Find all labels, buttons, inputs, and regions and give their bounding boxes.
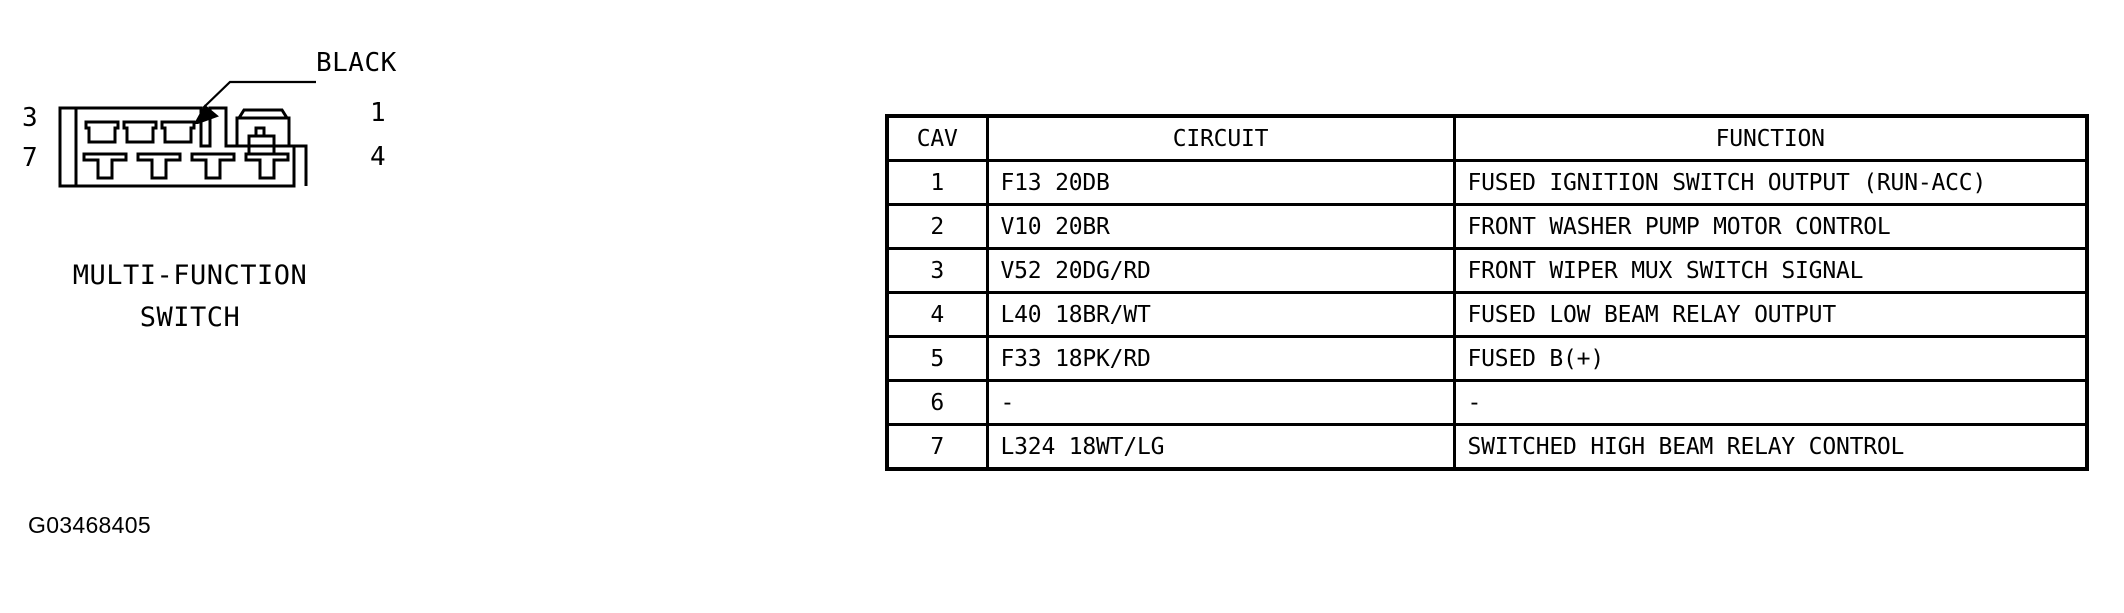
table-cell-circuit: - xyxy=(985,379,1456,426)
table-header-row: CAV CIRCUIT FUNCTION xyxy=(885,114,2089,162)
table-cell-function: FUSED LOW BEAM RELAY OUTPUT xyxy=(1452,291,2089,338)
connector-caption: MULTI-FUNCTION SWITCH xyxy=(0,255,380,339)
table-cell-function: SWITCHED HIGH BEAM RELAY CONTROL xyxy=(1452,423,2089,471)
table-cell-cav: 1 xyxy=(885,159,989,206)
table-cell-cav: 3 xyxy=(885,247,989,294)
table-cell-circuit: L324 18WT/LG xyxy=(985,423,1456,471)
table-cell-function: FUSED IGNITION SWITCH OUTPUT (RUN-ACC) xyxy=(1452,159,2089,206)
table-cell-function: FUSED B(+) xyxy=(1452,335,2089,382)
pin-label-top-left: 3 xyxy=(22,103,39,133)
table-cell-circuit: V10 20BR xyxy=(985,203,1456,250)
figure-id-label: G03468405 xyxy=(28,512,151,538)
pin-label-top-right: 1 xyxy=(370,98,387,128)
table-cell-circuit: F33 18PK/RD xyxy=(985,335,1456,382)
table-cell-cav: 6 xyxy=(885,379,989,426)
table-row: 6-- xyxy=(885,379,2089,426)
connector-outline-icon xyxy=(58,106,308,188)
table-cell-circuit: V52 20DG/RD xyxy=(985,247,1456,294)
table-cell-circuit: L40 18BR/WT xyxy=(985,291,1456,338)
connector-figure: BLACK 3 7 1 4 xyxy=(0,0,640,613)
table-cell-cav: 7 xyxy=(885,423,989,471)
table-cell-function: - xyxy=(1452,379,2089,426)
table-cell-cav: 2 xyxy=(885,203,989,250)
pin-label-bottom-left: 7 xyxy=(22,143,39,173)
table-cell-cav: 4 xyxy=(885,291,989,338)
table-cell-function: FRONT WASHER PUMP MOTOR CONTROL xyxy=(1452,203,2089,250)
column-header-circuit: CIRCUIT xyxy=(985,114,1456,162)
connector-caption-line-1: MULTI-FUNCTION xyxy=(72,260,308,291)
column-header-function: FUNCTION xyxy=(1452,114,2089,162)
column-header-cav: CAV xyxy=(885,114,989,162)
pin-label-bottom-right: 4 xyxy=(370,142,387,172)
table-cell-function: FRONT WIPER MUX SWITCH SIGNAL xyxy=(1452,247,2089,294)
connector-caption-line-2: SWITCH xyxy=(139,302,241,333)
connector-color-callout: BLACK xyxy=(316,48,397,78)
table-cell-cav: 5 xyxy=(885,335,989,382)
table-cell-circuit: F13 20DB xyxy=(985,159,1456,206)
